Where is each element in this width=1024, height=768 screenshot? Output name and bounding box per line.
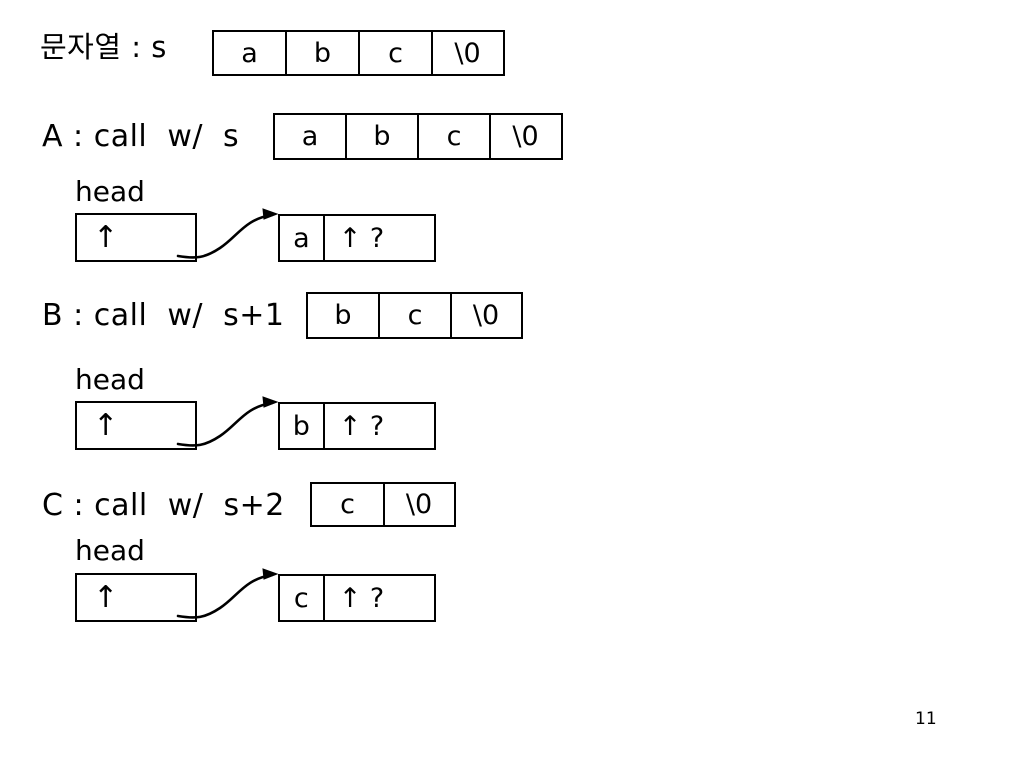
case-b-node-next: ↑ ? xyxy=(338,410,385,442)
case-b-node-box: b ↑ ? xyxy=(278,402,436,450)
case-b-array-cell: b xyxy=(308,294,380,337)
up-arrow-icon: ↑ xyxy=(93,219,119,255)
case-a-node-box: a ↑ ? xyxy=(278,214,436,262)
case-b-array-cell: \0 xyxy=(452,294,520,337)
string-array-cell: \0 xyxy=(433,32,502,74)
page-number: 11 xyxy=(915,709,937,729)
case-c-call-label: C : call w/ s+2 xyxy=(42,488,285,523)
case-c-node-next: ↑ ? xyxy=(338,582,385,614)
case-c-head-label: head xyxy=(75,534,145,567)
case-b-head-box: ↑ xyxy=(75,401,197,450)
string-array-cell: b xyxy=(287,32,360,74)
up-arrow-icon: ↑ xyxy=(93,579,119,615)
case-b-call-label: B : call w/ s+1 xyxy=(42,298,285,333)
case-b-array-box: b c \0 xyxy=(306,292,523,339)
case-a-array-box: a b c \0 xyxy=(273,113,563,160)
string-row-label: 문자열 : s xyxy=(40,30,167,64)
case-a-array-cell: \0 xyxy=(491,115,560,158)
case-c-array-cell: c xyxy=(312,484,385,525)
case-a-array-cell: a xyxy=(275,115,347,158)
case-c-array-cell: \0 xyxy=(385,484,453,525)
case-b-node-data: b xyxy=(280,404,325,448)
up-arrow-icon: ↑ xyxy=(93,407,119,443)
case-a-call-label: A : call w/ s xyxy=(42,119,240,154)
case-a-array-cell: b xyxy=(347,115,419,158)
case-c-node-box: c ↑ ? xyxy=(278,574,436,622)
case-a-array-cell: c xyxy=(419,115,491,158)
case-b-array-cell: c xyxy=(380,294,452,337)
case-c-head-box: ↑ xyxy=(75,573,197,622)
string-array-cell: c xyxy=(360,32,433,74)
string-array-box: a b c \0 xyxy=(212,30,505,76)
case-b-head-label: head xyxy=(75,363,145,396)
case-a-head-box: ↑ xyxy=(75,213,197,262)
case-a-node-next: ↑ ? xyxy=(338,222,385,254)
case-a-head-label: head xyxy=(75,175,145,208)
case-c-array-box: c \0 xyxy=(310,482,456,527)
case-c-node-data: c xyxy=(280,576,325,620)
case-a-node-data: a xyxy=(280,216,325,260)
string-array-cell: a xyxy=(214,32,287,74)
